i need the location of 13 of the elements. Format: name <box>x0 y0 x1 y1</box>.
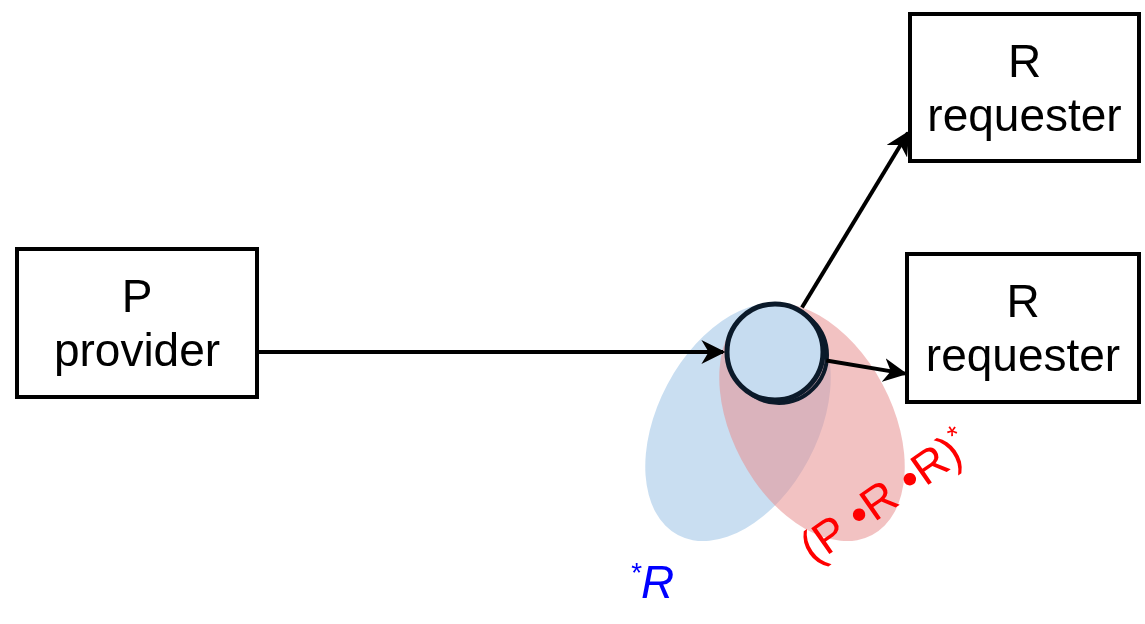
box-label: requester <box>925 328 1121 382</box>
box-label: provider <box>53 323 221 377</box>
arrow <box>259 340 726 364</box>
box-title: R <box>1007 33 1042 88</box>
box-title: P <box>121 269 153 323</box>
circle-node <box>724 301 829 405</box>
box-title: R <box>1006 274 1040 328</box>
process-box <box>905 252 1141 404</box>
arrow <box>800 130 910 309</box>
process-box <box>908 12 1141 163</box>
box-label: requester <box>927 87 1122 142</box>
process-box <box>15 247 259 399</box>
set-label: $^{*}$R <box>630 555 675 609</box>
